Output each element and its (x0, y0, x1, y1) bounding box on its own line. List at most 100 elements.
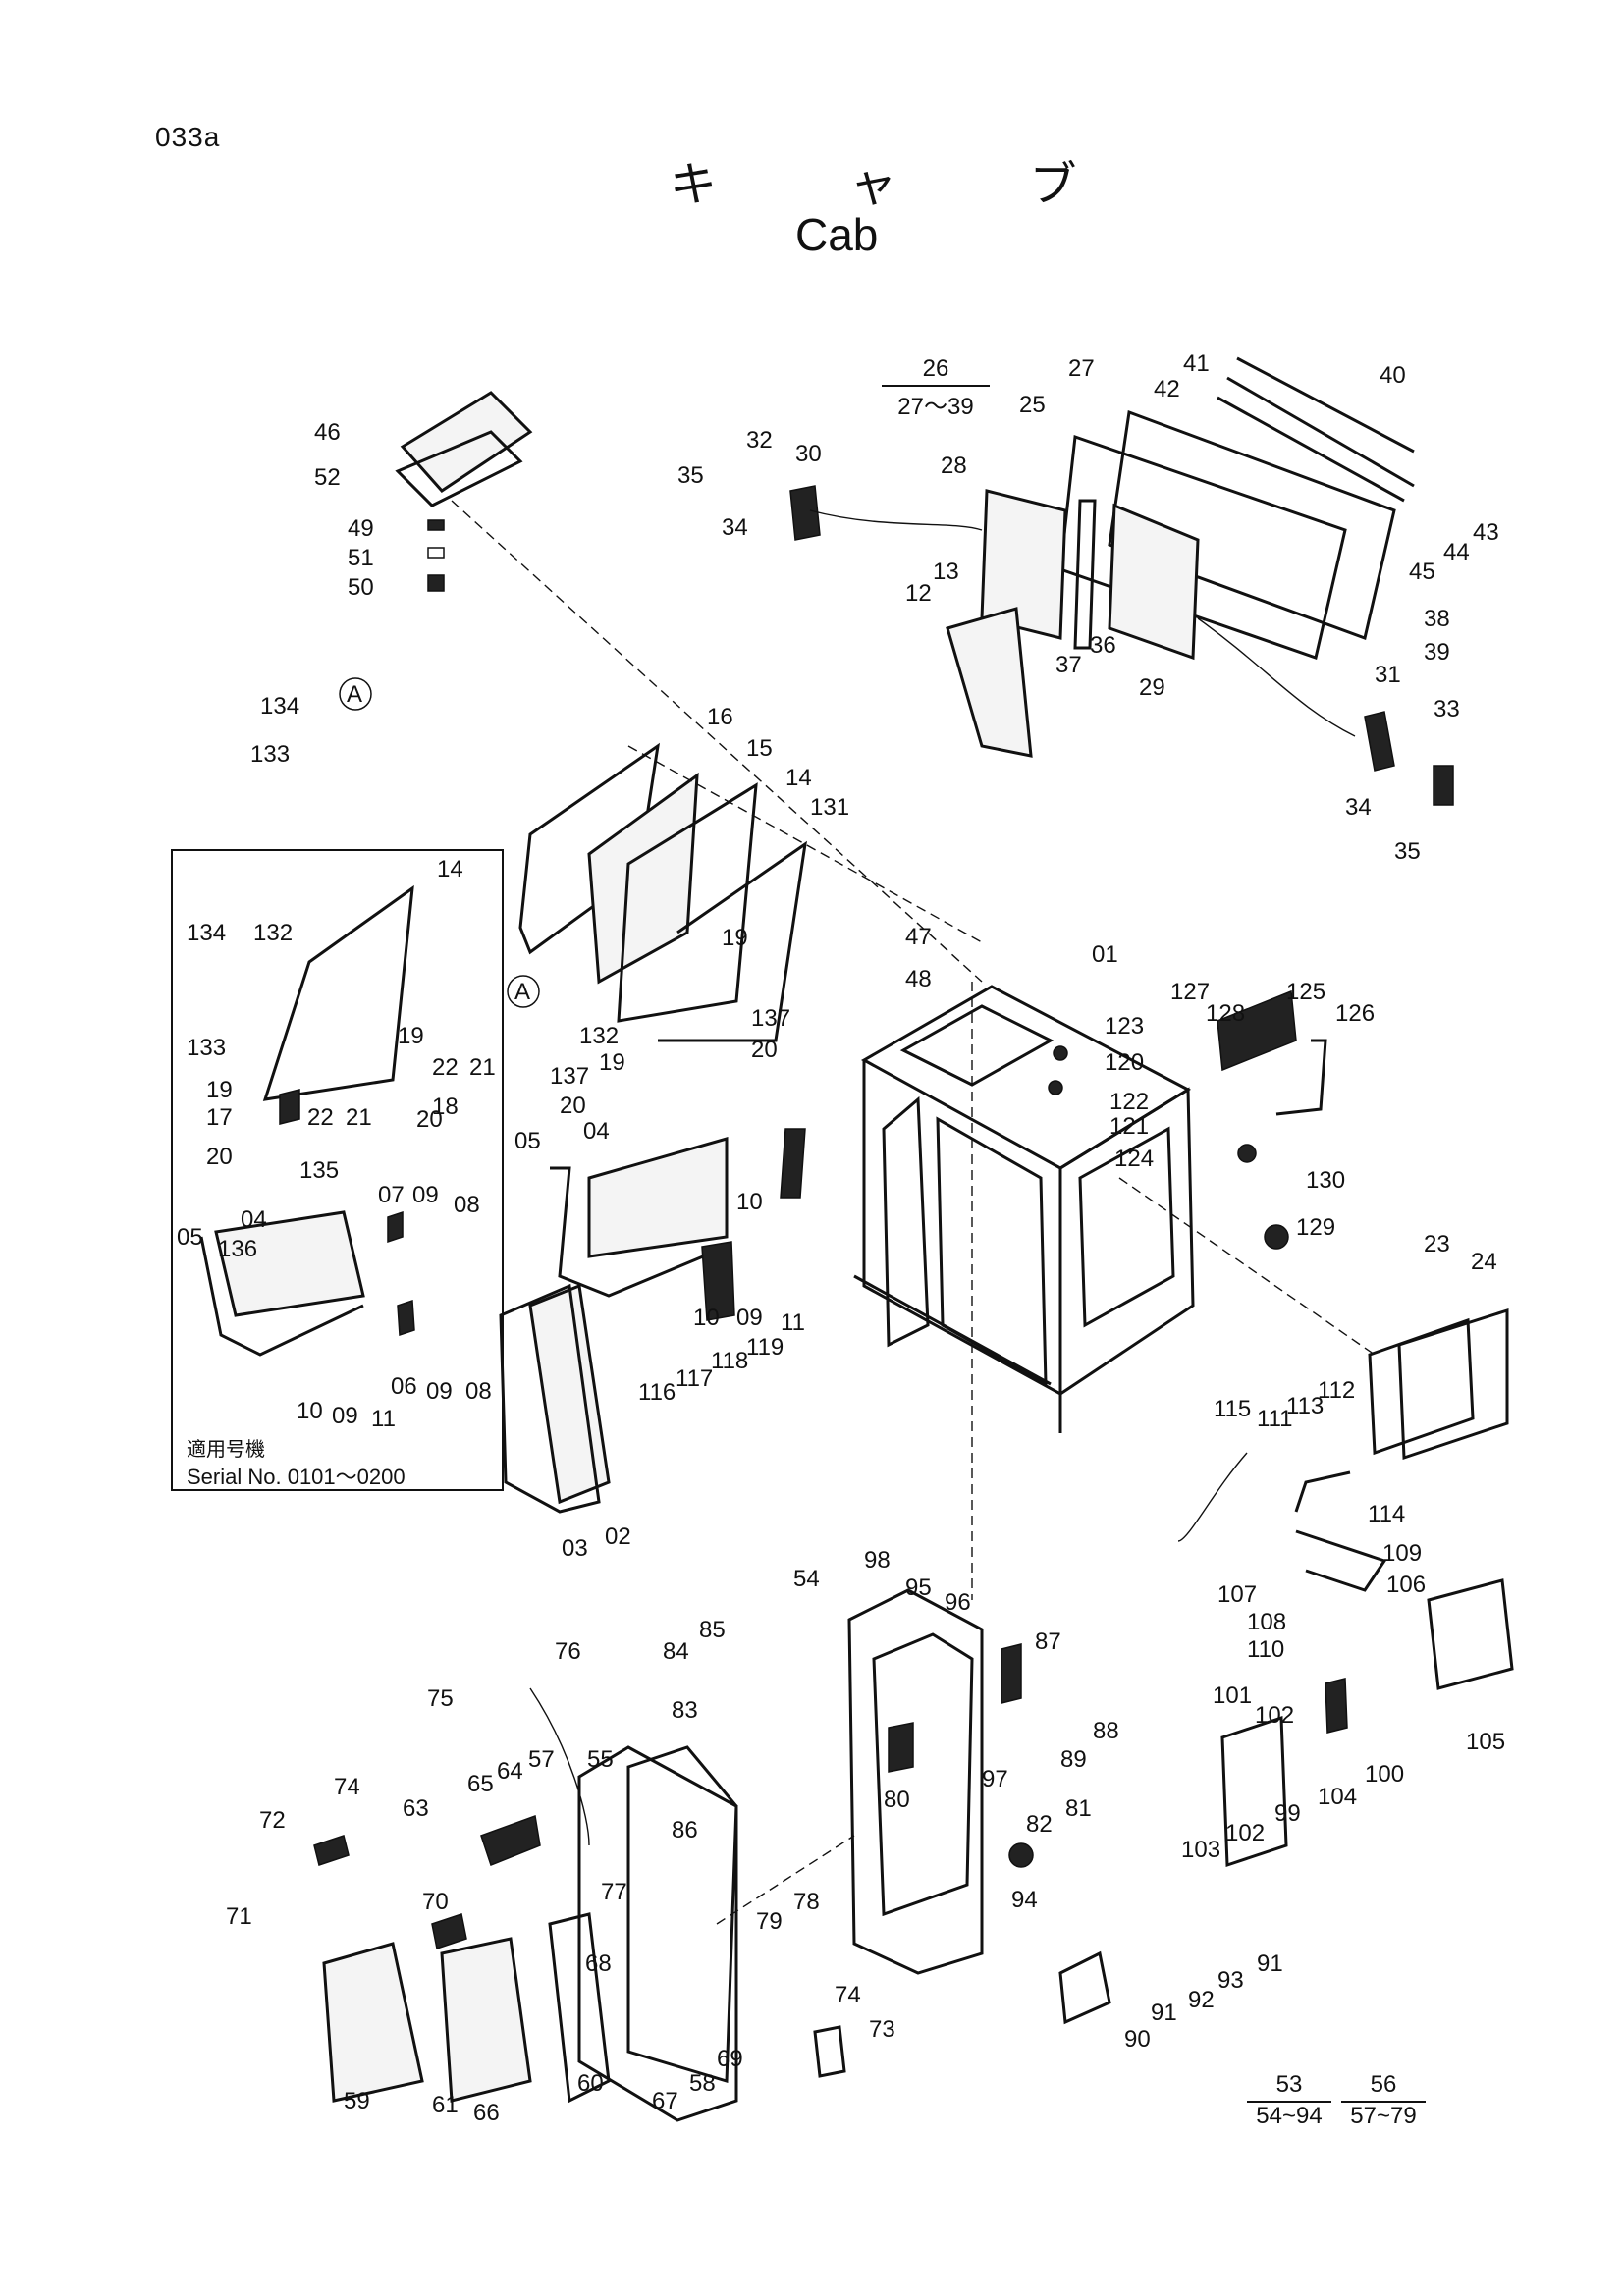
callout-78: 78 (793, 1889, 820, 1915)
callout-98: 98 (864, 1547, 891, 1574)
callout-31: 31 (1375, 662, 1401, 688)
callout-11: 11 (781, 1309, 805, 1336)
rear-window (1217, 989, 1509, 1461)
callout-50: 50 (348, 574, 374, 601)
callout-15: 15 (746, 735, 773, 762)
callout-22-inset-b: 22 (307, 1104, 334, 1131)
callout-81: 81 (1065, 1795, 1092, 1822)
callout-18-inset: 18 (432, 1094, 459, 1120)
callout-22-inset: 22 (432, 1054, 459, 1081)
callout-14-inset: 14 (437, 856, 463, 882)
callout-133: 133 (250, 741, 290, 768)
callout-23: 23 (1424, 1231, 1450, 1257)
callout-85: 85 (699, 1617, 726, 1643)
callout-38: 38 (1424, 606, 1450, 632)
callout-34: 34 (722, 514, 748, 541)
callout-108: 108 (1247, 1609, 1286, 1635)
callout-126: 126 (1335, 1000, 1375, 1027)
group-53-range: 54~94 (1256, 2103, 1323, 2129)
callout-77: 77 (601, 1879, 627, 1905)
callout-19: 19 (722, 925, 748, 951)
callout-42: 42 (1154, 376, 1180, 402)
callout-125: 125 (1286, 979, 1325, 1005)
callout-24: 24 (1471, 1249, 1497, 1275)
callout-99: 99 (1274, 1800, 1301, 1827)
callout-09-inset-b: 09 (332, 1403, 358, 1429)
callout-05: 05 (514, 1128, 541, 1154)
callout-105: 105 (1466, 1729, 1505, 1755)
callout-19-inset-b: 19 (206, 1077, 233, 1103)
callout-20-inset-b: 20 (206, 1144, 233, 1170)
callout-63: 63 (403, 1795, 429, 1822)
callout-61: 61 (432, 2092, 459, 2118)
callout-03: 03 (562, 1535, 588, 1562)
callout-135-inset: 135 (299, 1157, 339, 1184)
callout-137-b: 137 (550, 1063, 589, 1090)
callout-60: 60 (577, 2070, 604, 2097)
callout-82: 82 (1026, 1811, 1053, 1838)
callout-117: 117 (676, 1365, 713, 1392)
callout-40: 40 (1380, 362, 1406, 389)
group-26-range: 27～39 (897, 394, 974, 420)
callout-136-inset: 136 (218, 1236, 257, 1262)
callout-71: 71 (226, 1903, 252, 1930)
callout-115: 115 (1214, 1396, 1251, 1422)
cab-body (853, 985, 1195, 1433)
callout-06-inset: 06 (391, 1373, 417, 1400)
callout-67: 67 (652, 2088, 678, 2114)
callout-57: 57 (528, 1746, 555, 1773)
callout-11-inset: 11 (371, 1406, 396, 1432)
callout-102: 102 (1255, 1702, 1294, 1729)
callout-52: 52 (314, 464, 341, 491)
callout-89: 89 (1060, 1746, 1087, 1773)
callout-43: 43 (1473, 519, 1499, 546)
callout-107: 107 (1217, 1581, 1257, 1608)
callout-10-inset: 10 (297, 1398, 323, 1424)
callout-59: 59 (344, 2088, 370, 2114)
callout-a: A (347, 681, 362, 708)
door-assembly (313, 1588, 1111, 2122)
callout-20: 20 (751, 1037, 778, 1063)
callout-10: 10 (736, 1189, 763, 1215)
callout-19-b: 19 (599, 1049, 625, 1076)
upper-window-assembly (789, 356, 1454, 806)
callout-25: 25 (1019, 392, 1046, 418)
callout-30: 30 (795, 441, 822, 467)
callout-132: 132 (579, 1023, 619, 1049)
callout-17-inset: 17 (206, 1104, 233, 1131)
callout-35: 35 (677, 462, 704, 489)
callout-47: 47 (905, 924, 932, 950)
callout-114: 114 (1368, 1501, 1405, 1527)
callout-130: 130 (1306, 1167, 1345, 1194)
callout-75: 75 (427, 1685, 454, 1712)
callout-29: 29 (1139, 674, 1165, 701)
callout-129: 129 (1296, 1214, 1335, 1241)
callout-103: 103 (1181, 1837, 1220, 1863)
callout-106: 106 (1386, 1572, 1426, 1598)
callout-122: 122 (1109, 1089, 1149, 1115)
callout-09-inset-c: 09 (426, 1378, 453, 1405)
callout-46: 46 (314, 419, 341, 446)
roof-hatch (395, 391, 533, 592)
callout-65: 65 (467, 1771, 494, 1797)
callout-35-lower: 35 (1394, 838, 1421, 865)
callout-97: 97 (982, 1766, 1008, 1792)
callout-120: 120 (1105, 1049, 1144, 1076)
callout-39: 39 (1424, 639, 1450, 666)
callout-101: 101 (1213, 1682, 1252, 1709)
callout-44: 44 (1443, 539, 1470, 565)
door-lock-mechanism (1177, 1452, 1514, 1868)
marker-a-circle (339, 677, 372, 711)
callout-34-lower: 34 (1345, 794, 1372, 821)
callout-10-b: 10 (693, 1305, 720, 1331)
group-56-range: 57~79 (1350, 2103, 1417, 2129)
callout-32: 32 (746, 427, 773, 454)
callout-64: 64 (497, 1758, 523, 1785)
callout-27: 27 (1068, 355, 1095, 382)
callout-02: 02 (605, 1523, 631, 1550)
callout-74-b: 74 (835, 1982, 861, 2008)
callout-51: 51 (348, 545, 374, 571)
inset-serial-range: Serial No. 0101～0200 (187, 1465, 406, 1489)
callout-04-inset: 04 (241, 1206, 267, 1233)
